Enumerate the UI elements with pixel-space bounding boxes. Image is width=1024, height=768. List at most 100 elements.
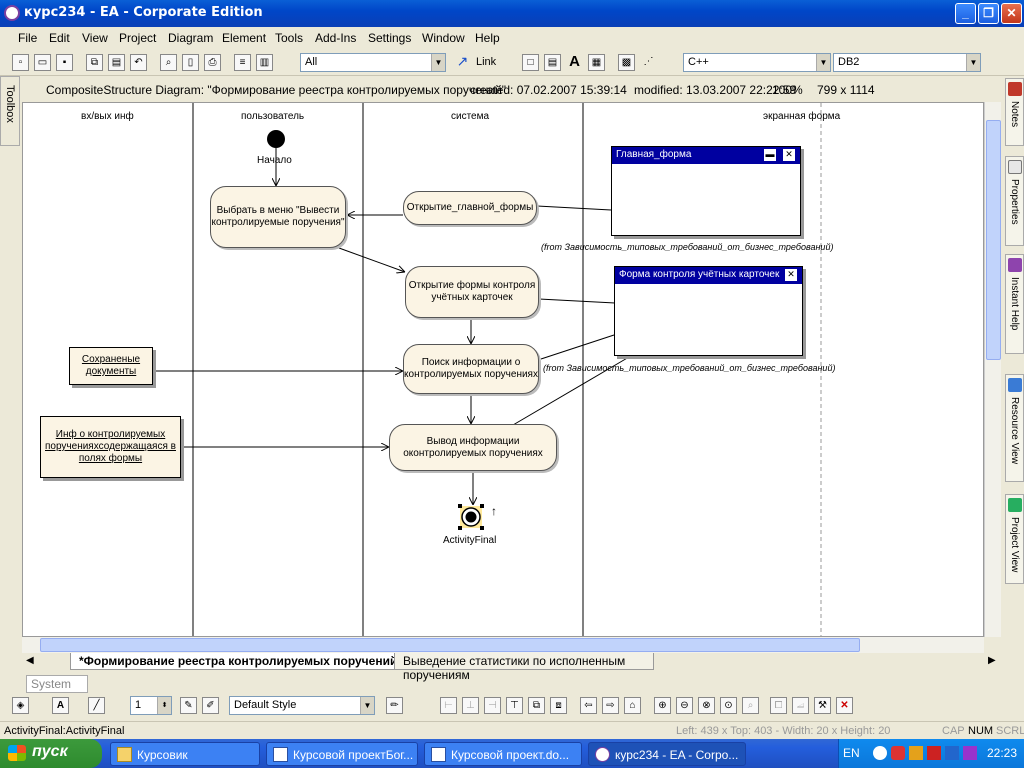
object-saved-documents[interactable]: Сохраненые документы [69,347,153,385]
initial-node[interactable] [267,130,285,148]
search-icon[interactable]: ⌕ [742,697,759,714]
tray-icon[interactable] [909,746,923,760]
action-output-info[interactable]: Вывод информации оконтролируемых поручен… [389,424,557,471]
task-word-1[interactable]: Курсовой проектБог... [266,742,418,766]
align-left-icon[interactable]: ⊢ [440,697,457,714]
align-center-icon[interactable]: ⊥ [462,697,479,714]
antivirus-icon[interactable] [891,746,905,760]
tab-scroll-left-icon[interactable]: ◀ [26,655,34,666]
vertical-scrollbar[interactable] [984,102,1001,637]
task-folder[interactable]: Курсовик [110,742,260,766]
restore-button[interactable]: ❐ [978,3,999,24]
text-icon[interactable]: A [569,53,580,70]
object-info-fields[interactable]: Инф о контролируемых порученияхсодержаща… [40,416,181,478]
tab-statistics-diagram[interactable]: Выведение статистики по исполненным пору… [394,653,654,682]
line-color-icon[interactable]: ╱ [88,697,105,714]
tab-instant-help[interactable]: Instant Help [1005,254,1024,354]
paste-icon[interactable]: ▤ [108,54,125,71]
tab-resource-view[interactable]: Resource View [1005,374,1024,482]
print-icon[interactable]: ⎙ [204,54,221,71]
home-icon[interactable]: ⌂ [624,697,641,714]
task-word-2[interactable]: Курсовой проект.do... [424,742,582,766]
book-icon[interactable]: ▥ [256,54,273,71]
back-icon[interactable]: ⇦ [580,697,597,714]
menu-window[interactable]: Window [422,31,465,45]
text-note-icon[interactable]: ▤ [544,54,561,71]
align-right-icon[interactable]: ⊣ [484,697,501,714]
action-search-info[interactable]: Поиск информации о контролируемых поруче… [403,344,539,394]
document-icon[interactable]: ▦ [588,54,605,71]
fill-color-icon[interactable]: ◈ [12,697,29,714]
selection-handle[interactable] [480,526,484,530]
selection-handle[interactable] [480,504,484,508]
undo-icon[interactable]: ↶ [130,54,147,71]
ungroup-icon[interactable]: ⧈ [550,697,567,714]
dashed-line-icon[interactable]: ⋰ [643,56,654,67]
menu-element[interactable]: Element [222,31,267,45]
forward-icon[interactable]: ⇨ [602,697,619,714]
delete-icon[interactable]: ✕ [836,697,853,714]
start-button[interactable]: пуск [0,739,102,768]
tab-properties[interactable]: Properties [1005,156,1024,246]
screen-control-form[interactable]: Форма контроля учётных карточек ✕ [614,266,803,356]
copy-icon[interactable]: ⧉ [86,54,103,71]
action-select-menu[interactable]: Выбрать в меню "Вывести контролируемые п… [210,186,346,248]
save-icon[interactable]: ▪ [56,54,73,71]
group-icon[interactable]: ⧉ [528,697,545,714]
pencil-icon[interactable]: ✏ [386,697,403,714]
minimize-button[interactable]: _ [955,3,976,24]
selection-handle[interactable] [458,526,462,530]
selection-handle[interactable] [458,504,462,508]
zoom-100-icon[interactable]: ⊙ [720,697,737,714]
element-filter-select[interactable]: All▼ [300,53,446,72]
page-icon[interactable]: ▯ [182,54,199,71]
task-ea[interactable]: курс234 - EA - Corpo... [588,742,746,766]
menu-addins[interactable]: Add-Ins [315,31,357,45]
line-width-input[interactable]: 1 ⬍ [130,696,172,715]
zoom-in-icon[interactable]: ⊕ [654,697,671,714]
action-open-control-form[interactable]: Открытие формы контроля учётных карточек [405,266,539,318]
menu-help[interactable]: Help [475,31,500,45]
tab-scroll-right-icon[interactable]: ▶ [988,655,996,666]
menu-project[interactable]: Project [119,31,157,45]
menu-file[interactable]: File [18,31,38,45]
open-icon[interactable]: ▭ [34,54,51,71]
tray-icon[interactable] [945,746,959,760]
close-button[interactable]: ✕ [1001,3,1022,24]
tray-app-icon[interactable] [873,746,887,760]
tab-registry-diagram[interactable]: *Формирование реестра контролируемых пор… [70,653,407,670]
vertical-scroll-thumb[interactable] [986,120,1001,360]
toolbox-tab[interactable]: Toolbox [0,76,20,146]
copy-style-icon[interactable]: ⧠ [770,697,787,714]
style-select[interactable]: Default Style▼ [229,696,375,715]
action-open-main-form[interactable]: Открытие_главной_формы [403,191,537,225]
diagram-canvas[interactable]: ↑ вх/вых инф пользователь система экранн… [22,102,984,637]
language-select[interactable]: C++▼ [683,53,831,72]
link-arrow-icon[interactable]: ↗ [456,53,469,69]
tray-icon[interactable] [927,746,941,760]
database-select[interactable]: DB2▼ [833,53,981,72]
align-top-icon[interactable]: ⊤ [506,697,523,714]
paste-style-icon[interactable]: ⧡ [792,697,809,714]
tool-icon[interactable]: ⚒ [814,697,831,714]
tab-project-view[interactable]: Project View [1005,494,1024,584]
menu-view[interactable]: View [82,31,108,45]
link-label[interactable]: Link [476,56,497,68]
note-icon[interactable]: ≡ [234,54,251,71]
zoom-fit-icon[interactable]: ⊗ [698,697,715,714]
paint-icon[interactable]: ✎ [180,697,197,714]
brush-icon[interactable]: ✐ [202,697,219,714]
zoom-out-icon[interactable]: ⊖ [676,697,693,714]
new-icon[interactable]: ▫ [12,54,29,71]
find-icon[interactable]: ⌕ [160,54,177,71]
horizontal-scrollbar[interactable] [22,637,984,653]
menu-settings[interactable]: Settings [368,31,412,45]
tray-icon[interactable] [963,746,977,760]
screen-main-form[interactable]: Главная_форма ▬ ✕ [611,146,801,236]
horizontal-scroll-thumb[interactable] [40,638,860,652]
menu-tools[interactable]: Tools [275,31,304,45]
rectangle-icon[interactable]: □ [522,54,539,71]
tab-notes[interactable]: Notes [1005,78,1024,146]
font-color-icon[interactable]: A [52,697,69,714]
menu-diagram[interactable]: Diagram [168,31,214,45]
